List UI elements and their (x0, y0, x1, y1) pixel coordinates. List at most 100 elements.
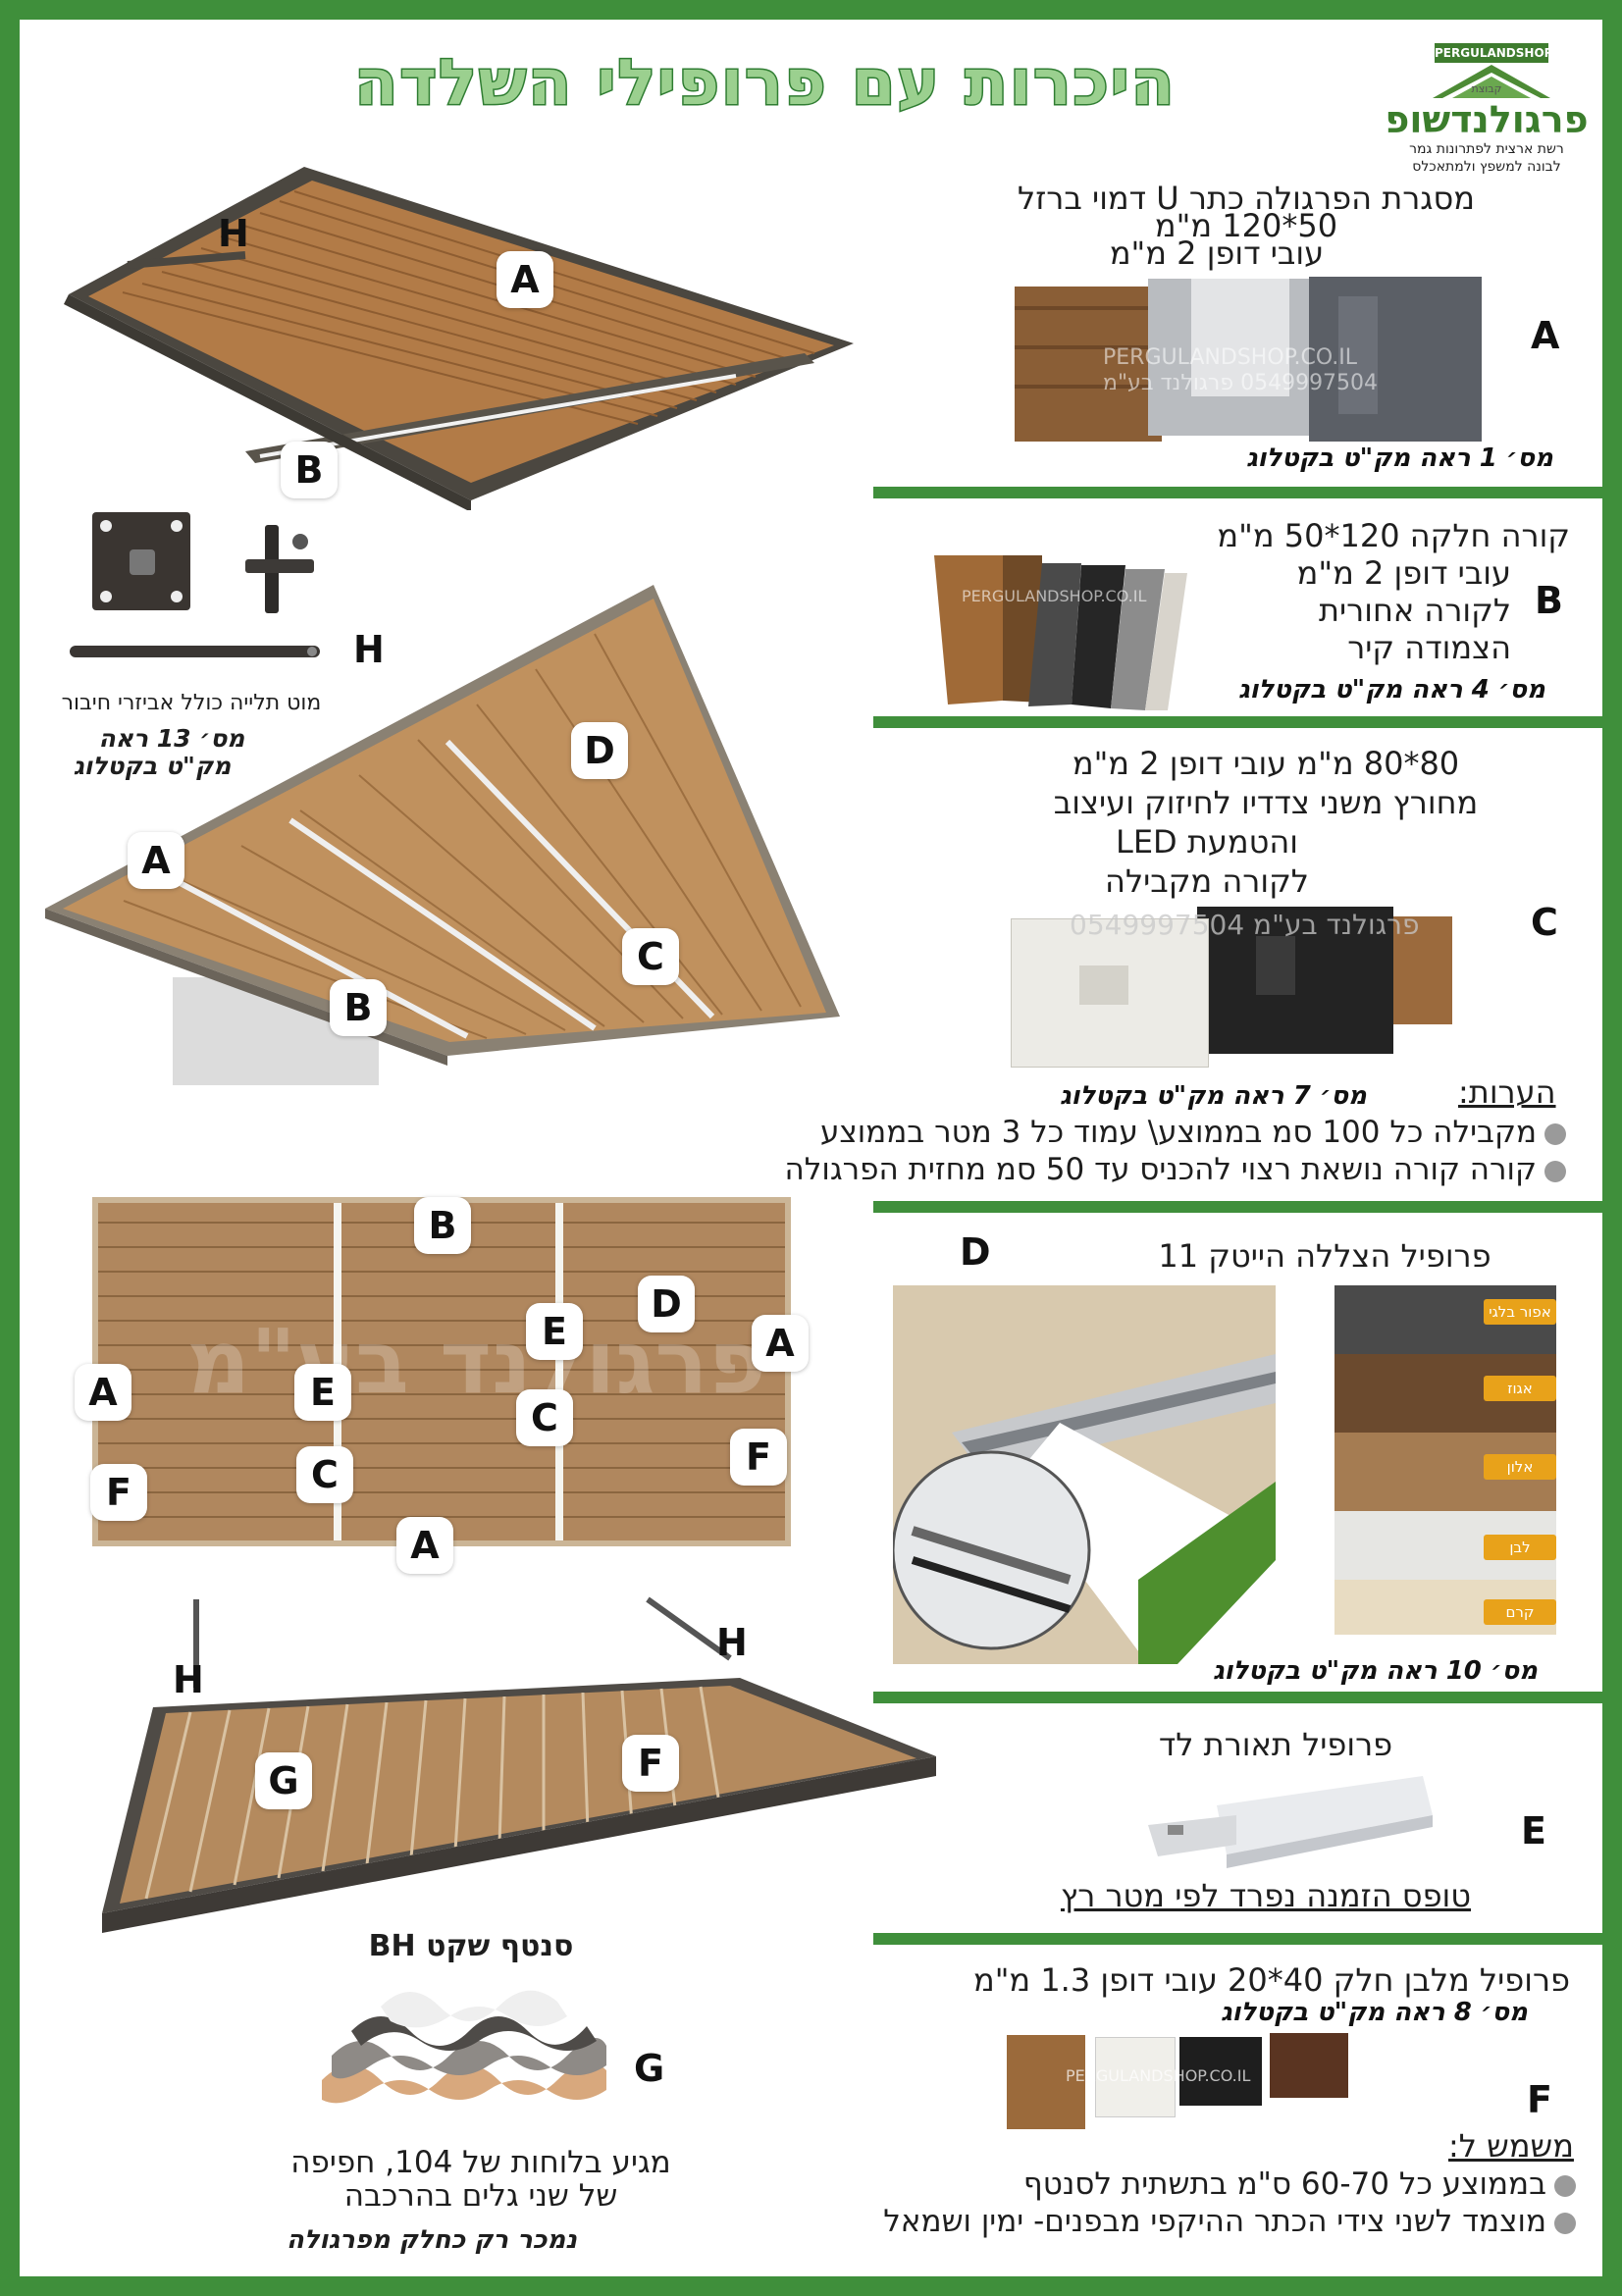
section-c-notes-head: הערות: (1458, 1073, 1556, 1111)
section-c-profile-image: 0549997504 פרגולנד בע"מ (1011, 897, 1472, 1079)
plan-label-e2: E (294, 1364, 351, 1421)
section-a-line-1: מסגרת הפרגולה כתר U דמוי ברזל (1018, 180, 1475, 217)
section-f-catalog: מס׳ 8 ראה מק"ט בקטלוג (1221, 1998, 1528, 2027)
label-d-mid: D (571, 722, 628, 779)
sheet-letter-g: G (634, 2047, 665, 2090)
section-f-letter: F (1527, 2078, 1552, 2121)
led-profile-image (1148, 1776, 1433, 1868)
section-c-watermark-phone: 0549997504 פרגולנד בע"מ (1070, 909, 1420, 941)
section-c-line-4: לקורה מקבילה (1105, 862, 1309, 900)
mounting-plate-image (92, 512, 190, 610)
label-a-top: A (497, 251, 553, 308)
section-e-note: טופס הזמנה נפרד לפי מטר רץ (1060, 1877, 1472, 1914)
section-d-install-image (893, 1285, 1276, 1664)
hanging-rod-image (70, 646, 320, 657)
label-c-mid: C (622, 928, 679, 985)
section-c-note-1: מקבילה כל 100 סמ בממוצע\ עמוד כל 3 מטר ב… (726, 1115, 1566, 1150)
roof-label-h-right: H (716, 1621, 748, 1664)
section-a-letter: A (1531, 314, 1560, 357)
section-b-letter: B (1535, 579, 1563, 622)
roof-label-g: G (255, 1752, 312, 1809)
section-c-note-1-text: מקבילה כל 100 סמ בממוצע\ עמוד כל 3 מטר ב… (819, 1115, 1537, 1150)
section-a-catalog: מס׳ 1 ראה מק"ט בקטלוג (1246, 444, 1553, 473)
section-b-profile-image (934, 555, 1187, 710)
section-f-use-1: בממוצע כל 60-70 ס"מ בתשתית לסנטף (883, 2166, 1576, 2202)
divider-d (873, 1692, 1602, 1703)
corrugated-sheets-image (322, 1990, 606, 2104)
section-c-note-2: קורה קורה נושאת רצוי להכניס עד 50 סמ מחז… (667, 1152, 1566, 1187)
company-logo: PERGULANDSHOP.CO.IL קבוצת פרגולנדשופ רשת… (1384, 43, 1590, 181)
logo-name: פרגולנדשופ (1385, 98, 1589, 141)
color-tag-oak: אלון (1484, 1454, 1556, 1480)
plan-label-b: B (414, 1197, 471, 1254)
color-tag-walnut: אגוז (1484, 1376, 1556, 1401)
logo-domain: PERGULANDSHOP.CO.IL (1435, 43, 1590, 63)
section-c-letter: C (1531, 901, 1558, 944)
section-e-line: פרופיל תאורת לד (1158, 1726, 1393, 1763)
section-b-line-1: קורה חלקה 120*50 מ"מ (1217, 517, 1570, 554)
section-f-use-1-text: בממוצע כל 60-70 ס"מ בתשתית לסנטף (1022, 2166, 1546, 2202)
plan-label-c1: C (516, 1389, 573, 1446)
color-tag-cream: קרם (1484, 1599, 1556, 1625)
section-d-letter: D (960, 1230, 991, 1274)
section-c-line-2: מחורץ משני צדדיו לחיזוק ועיצוב (1053, 784, 1479, 821)
roof-label-h-left: H (173, 1658, 204, 1701)
color-tag-belgian-gray: אפור בלגי (1484, 1299, 1556, 1325)
section-e-letter: E (1521, 1809, 1546, 1852)
bullet-icon (1544, 1122, 1566, 1145)
sheet-title: סנטף שקט BH (368, 1929, 574, 1963)
label-b-mid: B (330, 979, 387, 1036)
section-a-profile-image: PERGULANDSHOP.CO.IL 0549997504 פרגולנד ב… (1015, 277, 1482, 444)
section-f-watermark-site: PERGULANDSHOP.CO.IL (1066, 2066, 1251, 2085)
section-a-line-2: 50*120 מ"מ (1154, 207, 1338, 244)
section-a-watermark-phone: 0549997504 פרגולנד בע"מ (1103, 371, 1379, 395)
pergola-top-illustration (64, 167, 854, 510)
divider-c (873, 1201, 1602, 1213)
section-d-colors-image: אפור בלגי אגוז אלון לבן קרם (1334, 1285, 1556, 1635)
sheet-desc-1: מגיע בלוחות של 104, חפיפה (290, 2145, 671, 2180)
roof-label-f: F (622, 1735, 679, 1792)
bullet-icon (1544, 1160, 1566, 1182)
divider-b (873, 716, 1602, 728)
section-a-line-3: עובי דופן 2 מ"מ (1109, 235, 1325, 272)
bullet-icon (1554, 2174, 1576, 2197)
section-f-profile-image: PERGULANDSHOP.CO.IL (1007, 2027, 1350, 2129)
label-b-top: B (281, 442, 338, 498)
rod-catalog-2: מק"ט בקטלוג (73, 752, 232, 780)
section-c-line-1: 80*80 מ"מ עובי דופן 2 מ"מ (1072, 745, 1460, 782)
logo-tagline-2: לבונה למשפץ ולמתאכלס (1412, 159, 1561, 175)
plan-label-d: D (638, 1276, 695, 1332)
label-h-rod: H (353, 628, 385, 671)
section-d-line: פרופיל הצללה הייטק 11 (1158, 1237, 1491, 1275)
roof-sheet-illustration (102, 1596, 936, 1933)
section-f-use-2-text: מוצמד לשני צידי הכתר ההיקפי מבפנים- ימין… (883, 2204, 1546, 2239)
section-f-line: פרופיל מלבן חלק 40*20 עובי דופן 1.3 מ"מ (972, 1961, 1570, 1999)
section-d-catalog: מס׳ 10 ראה מק"ט בקטלוג (1213, 1656, 1538, 1686)
roof-icon (1433, 65, 1550, 98)
section-a-watermark-site: PERGULANDSHOP.CO.IL (1103, 345, 1357, 370)
label-h-top: H (218, 212, 249, 255)
logo-tagline-1: רשת ארצית לפתרונות גמר (1409, 141, 1564, 157)
section-b-catalog: מס׳ 4 ראה מק"ט בקטלוג (1238, 675, 1545, 704)
rod-catalog-1: מס׳ 13 ראה (98, 724, 245, 753)
section-b-line-2: עובי דופן 2 מ"מ (1296, 554, 1511, 592)
plan-label-c2: C (296, 1446, 353, 1503)
section-c-note-2-text: קורה קורה נושאת רצוי להכניס עד 50 סמ מחז… (784, 1152, 1538, 1187)
sheet-note: נמכר רק כחלק מפרגולה (286, 2225, 578, 2255)
page-title: היכרות עם פרופילי השלדה (353, 46, 1177, 122)
label-a-mid: A (128, 832, 184, 889)
bracket-image (245, 525, 314, 613)
plan-label-f-right: F (730, 1429, 787, 1486)
section-f-use-2: מוצמד לשני צידי הכתר ההיקפי מבפנים- ימין… (726, 2204, 1576, 2239)
plan-label-a-right: A (752, 1315, 809, 1372)
section-c-catalog: מס׳ 7 ראה מק"ט בקטלוג (1060, 1081, 1367, 1111)
section-b-watermark-site: PERGULANDSHOP.CO.IL (962, 587, 1147, 605)
bullet-icon (1554, 2212, 1576, 2234)
plan-label-f-left: F (90, 1464, 147, 1521)
divider-a (873, 487, 1602, 498)
color-tag-white: לבן (1484, 1535, 1556, 1560)
logo-group-label: קבוצת (1471, 82, 1502, 95)
plan-label-e1: E (526, 1303, 583, 1360)
section-b-line-3: לקורה אחורית (1318, 592, 1511, 629)
rod-caption: מוט תלייה כולל אביזרי חיבור (61, 691, 322, 715)
